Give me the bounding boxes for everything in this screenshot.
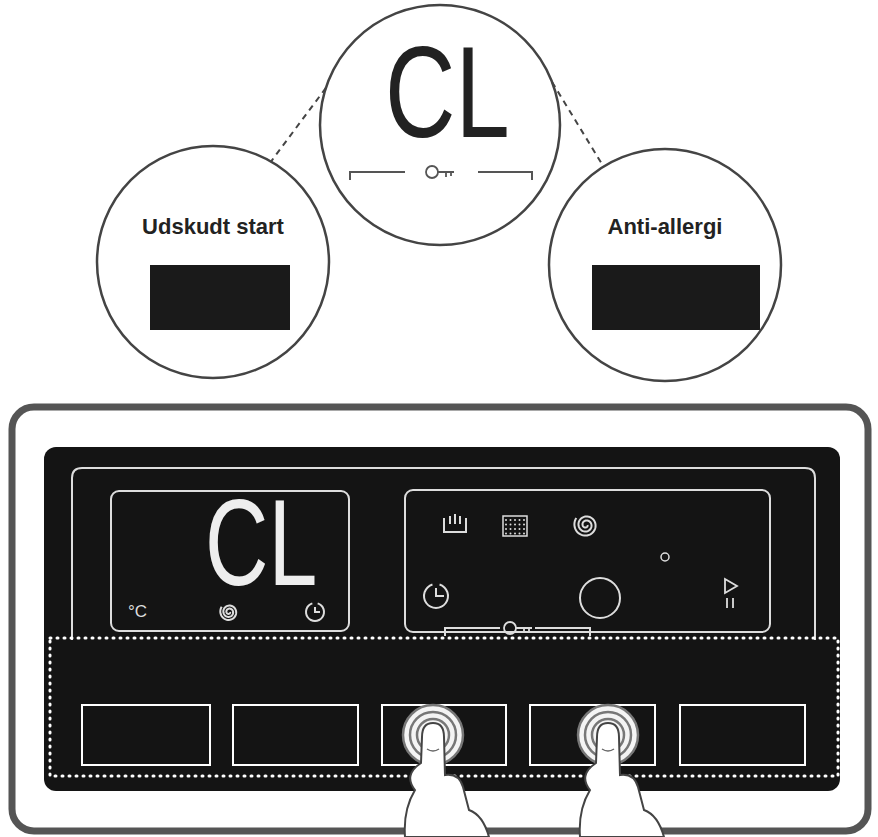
- panel-frame: [72, 468, 815, 640]
- display-code: CL: [385, 27, 510, 157]
- hands: [403, 705, 664, 837]
- dot-icon: [661, 553, 669, 561]
- dashed-leader: [271, 88, 326, 162]
- tub-icon: [444, 514, 466, 532]
- power-icon: [580, 578, 620, 618]
- circle-outline: [95, 144, 331, 380]
- callout-circle: Anti-allergi: [547, 147, 783, 383]
- spiral-icon: [574, 516, 595, 535]
- button-label: Udskudt start: [95, 216, 331, 238]
- display-code: CL: [205, 482, 317, 604]
- lock-bracket: [350, 172, 532, 180]
- button: [680, 705, 805, 765]
- timer-icon: [423, 584, 449, 609]
- icon-box: [405, 490, 770, 632]
- button-patch: [592, 265, 760, 330]
- key-icon: [426, 166, 454, 178]
- touch-hand: [403, 705, 489, 837]
- button: [82, 705, 210, 765]
- callout-circle: Udskudt start: [95, 144, 331, 380]
- button: [530, 705, 655, 765]
- circle-outline: [549, 149, 781, 381]
- timer-icon: [305, 602, 325, 622]
- circle-outline: [320, 5, 560, 245]
- touch-hand: [578, 705, 664, 837]
- button-patch: [150, 265, 290, 330]
- display-box: CL°C: [110, 490, 350, 632]
- spiral-icon: [220, 606, 236, 620]
- button: [233, 705, 358, 765]
- key-icon: [504, 622, 532, 634]
- lock-bracket: [445, 628, 590, 636]
- play-pause-icon: [725, 579, 737, 608]
- steam-icon: [503, 516, 527, 536]
- callout-circle: CL: [318, 3, 562, 247]
- button-label: Anti-allergi: [547, 216, 783, 238]
- circle-outline: [97, 146, 329, 378]
- unit-label: °C: [128, 603, 147, 620]
- circle-outline: [547, 147, 783, 383]
